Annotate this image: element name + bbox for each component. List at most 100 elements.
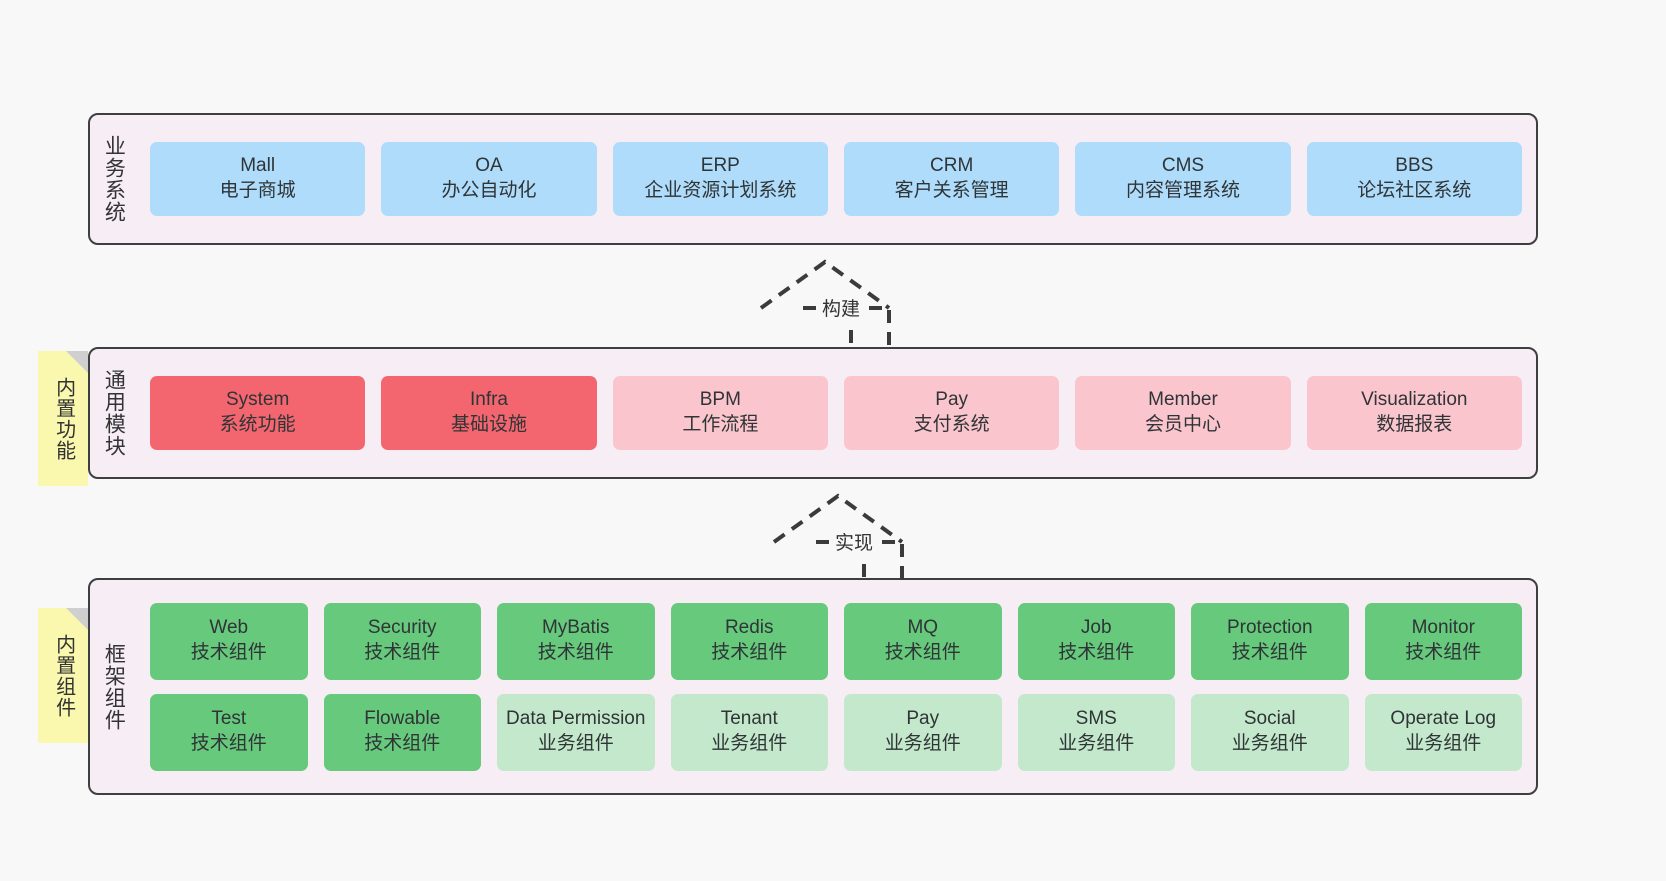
- layer-common-module: 通用模块 System 系统功能 Infra 基础设施 BPM 工作流程 Pay…: [88, 347, 1538, 479]
- node-title: MQ: [907, 617, 939, 639]
- node-cms[interactable]: CMS 内容管理系统: [1075, 142, 1291, 216]
- node-subtitle: 数据报表: [1376, 414, 1453, 435]
- node-data-permission[interactable]: Data Permission 业务组件: [497, 693, 655, 771]
- node-infra[interactable]: Infra 基础设施: [381, 376, 597, 450]
- node-redis[interactable]: Redis 技术组件: [670, 602, 828, 680]
- node-operate-log[interactable]: Operate Log 业务组件: [1364, 693, 1522, 771]
- node-mybatis[interactable]: MyBatis 技术组件: [497, 602, 655, 680]
- node-subtitle: 电子商城: [219, 180, 296, 201]
- node-subtitle: 技术组件: [1405, 642, 1482, 663]
- node-subtitle: 论坛社区系统: [1357, 180, 1472, 201]
- node-row: Web 技术组件 Security 技术组件 MyBatis 技术组件 Redi…: [150, 602, 1522, 680]
- node-subtitle: 技术组件: [190, 642, 267, 663]
- layer-business-system: 业务系统 Mall 电子商城 OA 办公自动化 ERP 企业资源计划系统 CRM…: [88, 113, 1538, 245]
- node-subtitle: 业务组件: [884, 733, 961, 754]
- node-subtitle: 系统功能: [219, 414, 296, 435]
- node-title: Operate Log: [1390, 708, 1497, 730]
- node-title: CMS: [1161, 155, 1205, 177]
- node-title: System: [225, 389, 290, 411]
- node-member[interactable]: Member 会员中心: [1075, 376, 1291, 450]
- node-sms[interactable]: SMS 业务组件: [1017, 693, 1175, 771]
- generalization-arrowhead: [772, 493, 904, 544]
- node-title: Pay: [906, 708, 940, 730]
- node-bbs[interactable]: BBS 论坛社区系统: [1306, 142, 1522, 216]
- node-social[interactable]: Social 业务组件: [1191, 693, 1349, 771]
- node-title: Tenant: [720, 708, 778, 730]
- node-title: Job: [1080, 617, 1112, 639]
- node-pay-component[interactable]: Pay 业务组件: [844, 693, 1002, 771]
- node-system[interactable]: System 系统功能: [150, 376, 366, 450]
- node-title: BPM: [699, 389, 741, 411]
- node-subtitle: 技术组件: [1231, 642, 1308, 663]
- node-title: Visualization: [1361, 389, 1468, 411]
- node-title: Web: [209, 617, 249, 639]
- layer-body-framework-component: Web 技术组件 Security 技术组件 MyBatis 技术组件 Redi…: [136, 580, 1536, 793]
- node-subtitle: 技术组件: [884, 642, 961, 663]
- layer-label-business-system: 业务系统: [102, 135, 126, 223]
- node-oa[interactable]: OA 办公自动化: [381, 142, 597, 216]
- node-subtitle: 内容管理系统: [1125, 180, 1240, 201]
- node-title: BBS: [1395, 155, 1434, 177]
- node-test[interactable]: Test 技术组件: [150, 693, 308, 771]
- connector-implement: 实现: [770, 492, 930, 584]
- node-title: ERP: [700, 155, 740, 177]
- node-subtitle: 业务组件: [1058, 733, 1135, 754]
- node-job[interactable]: Job 技术组件: [1017, 602, 1175, 680]
- node-title: Member: [1148, 389, 1218, 411]
- node-subtitle: 会员中心: [1144, 414, 1221, 435]
- node-security[interactable]: Security 技术组件: [323, 602, 481, 680]
- node-tenant[interactable]: Tenant 业务组件: [670, 693, 828, 771]
- node-title: Flowable: [364, 708, 441, 730]
- connector-label-build: 构建: [819, 294, 864, 321]
- node-subtitle: 业务组件: [537, 733, 614, 754]
- layer-label-framework-component: 框架组件: [102, 642, 126, 731]
- node-subtitle: 工作流程: [682, 414, 759, 435]
- layer-framework-component: 框架组件 Web 技术组件 Security 技术组件 MyBatis 技术组件…: [88, 578, 1538, 795]
- node-crm[interactable]: CRM 客户关系管理: [843, 142, 1060, 216]
- layer-body-common-module: System 系统功能 Infra 基础设施 BPM 工作流程 Pay 支付系统…: [136, 349, 1536, 477]
- node-title: Protection: [1226, 617, 1313, 639]
- sticky-note-label: 内置组件: [52, 633, 75, 718]
- node-row: System 系统功能 Infra 基础设施 BPM 工作流程 Pay 支付系统…: [150, 376, 1522, 450]
- generalization-arrowhead: [759, 259, 891, 310]
- node-title: Redis: [724, 617, 774, 639]
- node-pay-module[interactable]: Pay 支付系统: [843, 376, 1060, 450]
- node-title: Infra: [469, 389, 508, 411]
- node-web[interactable]: Web 技术组件: [150, 602, 308, 680]
- node-subtitle: 技术组件: [1058, 642, 1135, 663]
- node-title: CRM: [930, 155, 974, 177]
- sticky-note-label: 内置功能: [52, 376, 75, 461]
- node-mq[interactable]: MQ 技术组件: [844, 602, 1002, 680]
- node-title: Security: [367, 617, 437, 639]
- node-subtitle: 技术组件: [190, 733, 267, 754]
- node-subtitle: 支付系统: [913, 414, 990, 435]
- node-visualization[interactable]: Visualization 数据报表: [1306, 376, 1522, 450]
- node-title: SMS: [1075, 708, 1117, 730]
- node-title: Data Permission: [506, 708, 646, 730]
- node-subtitle: 基础设施: [450, 414, 527, 435]
- node-mall[interactable]: Mall 电子商城: [150, 142, 366, 216]
- node-subtitle: 办公自动化: [441, 180, 537, 201]
- node-monitor[interactable]: Monitor 技术组件: [1364, 602, 1522, 680]
- node-subtitle: 技术组件: [364, 733, 441, 754]
- sticky-note-builtin-function: 内置功能: [38, 351, 88, 486]
- sticky-note-builtin-component: 内置组件: [38, 608, 88, 743]
- node-subtitle: 技术组件: [364, 642, 441, 663]
- node-title: Monitor: [1411, 617, 1475, 639]
- node-subtitle: 技术组件: [711, 642, 788, 663]
- node-title: MyBatis: [541, 617, 610, 639]
- node-title: Social: [1243, 708, 1296, 730]
- connector-build: 构建: [757, 258, 917, 350]
- connector-label-implement: 实现: [832, 528, 877, 555]
- node-subtitle: 业务组件: [1405, 733, 1482, 754]
- node-flowable[interactable]: Flowable 技术组件: [323, 693, 481, 771]
- node-bpm[interactable]: BPM 工作流程: [612, 376, 828, 450]
- node-erp[interactable]: ERP 企业资源计划系统: [612, 142, 828, 216]
- node-row: Mall 电子商城 OA 办公自动化 ERP 企业资源计划系统 CRM 客户关系…: [150, 142, 1522, 216]
- node-title: Mall: [240, 155, 276, 177]
- node-title: Test: [211, 708, 247, 730]
- node-protection[interactable]: Protection 技术组件: [1191, 602, 1349, 680]
- node-subtitle: 业务组件: [1231, 733, 1308, 754]
- node-subtitle: 业务组件: [711, 733, 788, 754]
